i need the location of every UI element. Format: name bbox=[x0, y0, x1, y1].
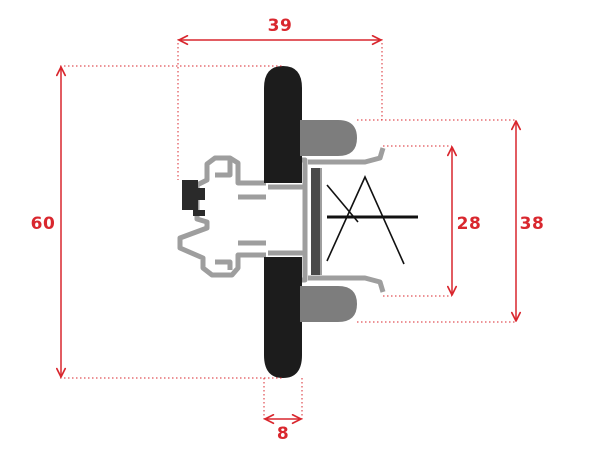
screen-mesh-lines bbox=[326, 175, 418, 265]
inner-gasket-bottom bbox=[300, 286, 357, 322]
dimension-label-inner-gasket-height: 38 bbox=[520, 214, 545, 234]
dimension-label-width: 39 bbox=[268, 16, 293, 36]
dimension-label-gasket-width: 8 bbox=[277, 424, 289, 444]
dimension-lines bbox=[55, 34, 522, 425]
dimension-label-glazing-height: 28 bbox=[457, 214, 482, 234]
glass-pane-edge bbox=[320, 168, 322, 275]
dimension-extension-lines bbox=[60, 39, 516, 420]
glass-pane bbox=[311, 168, 320, 275]
outer-gasket-top bbox=[264, 66, 302, 183]
clip-connector bbox=[182, 180, 205, 216]
inner-gasket-top bbox=[300, 120, 357, 156]
frame-profile bbox=[177, 147, 386, 293]
outer-gasket-bottom bbox=[264, 257, 302, 378]
dimension-label-total-height: 60 bbox=[31, 214, 56, 234]
